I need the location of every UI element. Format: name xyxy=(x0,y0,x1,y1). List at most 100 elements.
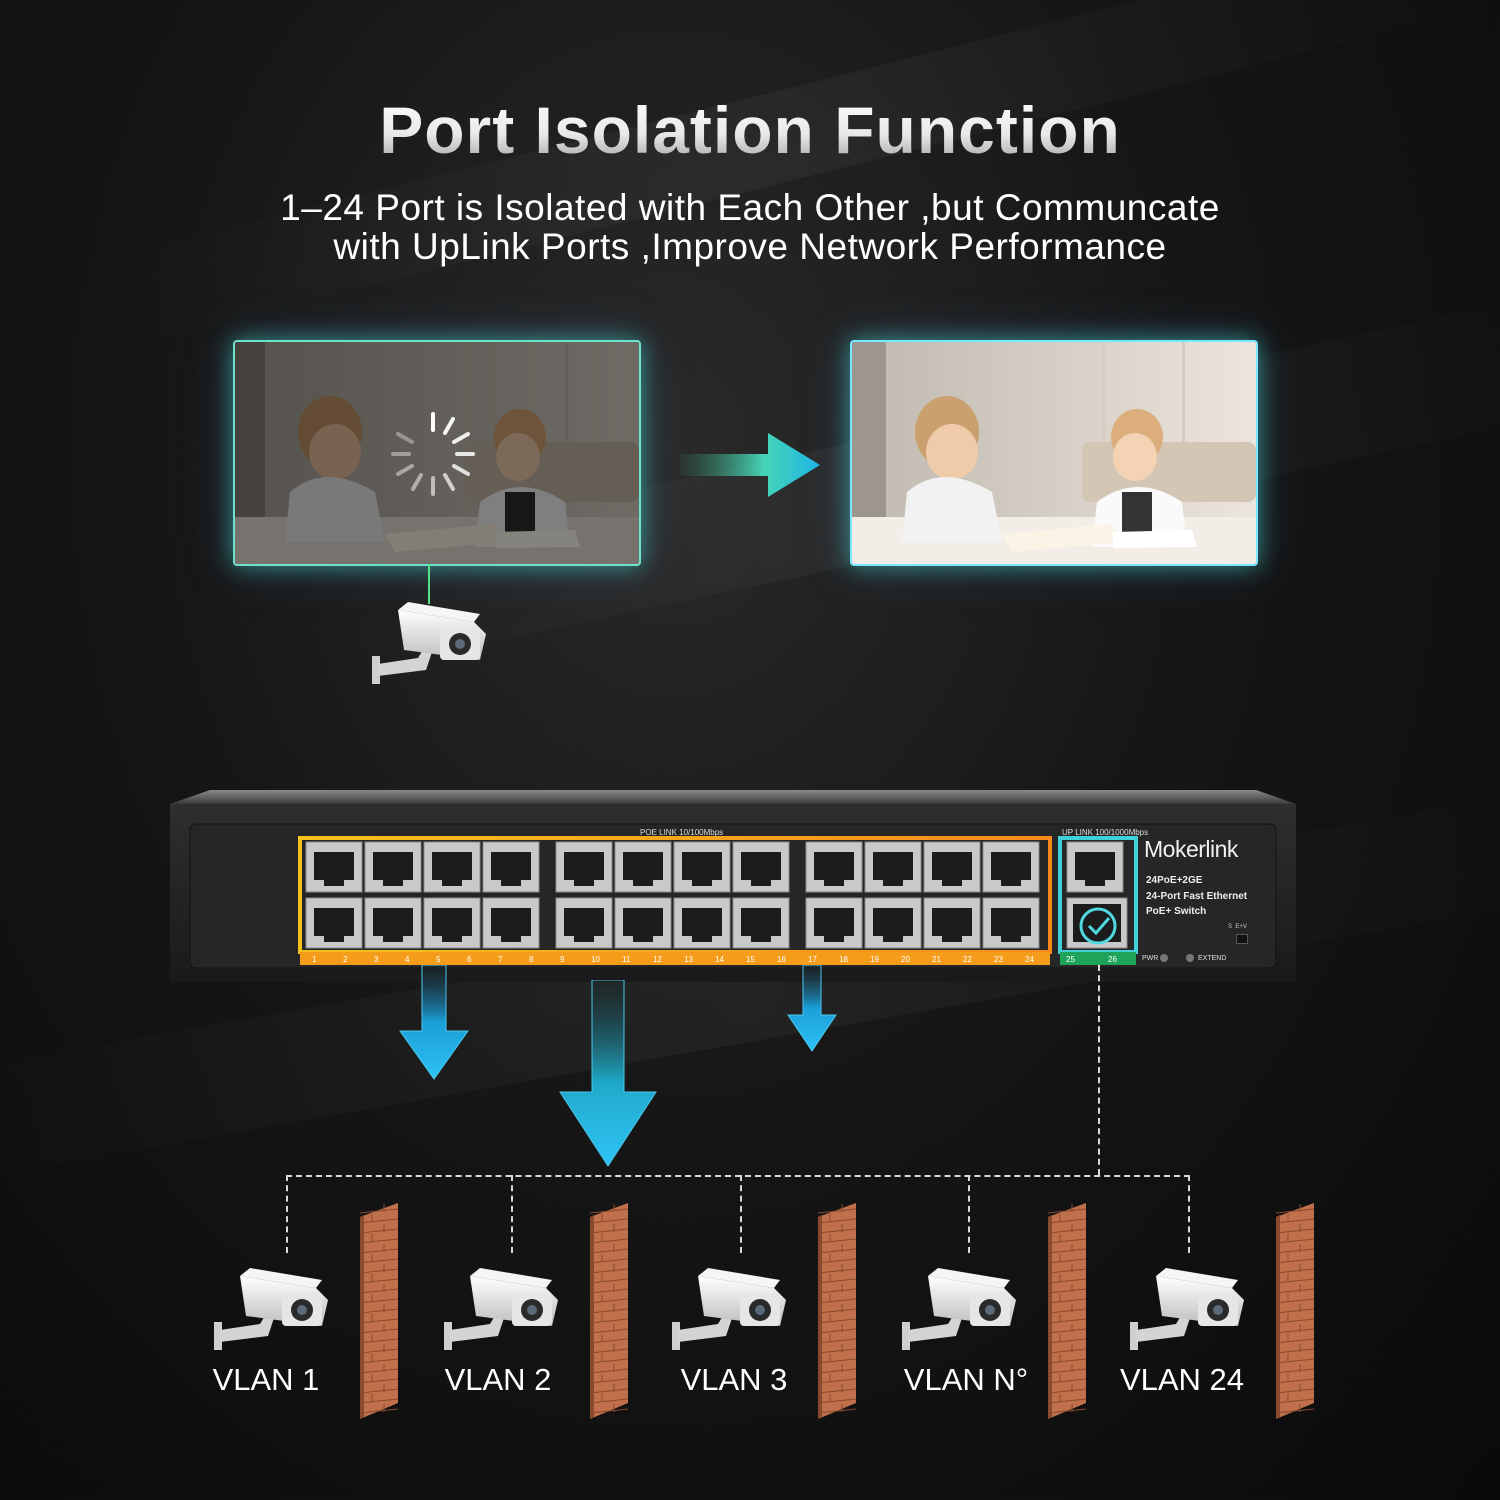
port-number: 18 xyxy=(839,955,848,964)
rj45-socket xyxy=(741,852,781,886)
security-camera-icon xyxy=(372,602,486,684)
video-frame-clear xyxy=(850,340,1258,566)
rj45-socket xyxy=(873,852,913,886)
rj45-socket xyxy=(314,852,354,886)
vlan-drop-line xyxy=(968,1175,970,1253)
extend-label: EXTEND xyxy=(1198,955,1227,962)
port-number: 6 xyxy=(467,955,472,964)
rj45-socket xyxy=(1075,852,1115,886)
rj45-socket xyxy=(991,908,1031,942)
port-number: 20 xyxy=(901,955,910,964)
security-camera-icon xyxy=(1126,1264,1250,1357)
security-camera-icon xyxy=(668,1264,792,1357)
brick-wall-icon xyxy=(359,1203,400,1426)
model-line-3: PoE+ Switch xyxy=(1146,906,1207,917)
vlan-label: VLAN 2 xyxy=(444,1362,552,1397)
rj45-socket xyxy=(564,908,604,942)
down-arrow-icon xyxy=(559,980,657,1167)
port-number: 16 xyxy=(777,955,786,964)
pwr-label: PWR xyxy=(1142,955,1159,962)
poe-link-label: POE LINK 10/100Mbps xyxy=(640,828,724,837)
port-number: 24 xyxy=(1025,955,1034,964)
port-number: 14 xyxy=(715,955,724,964)
port-number: 15 xyxy=(746,955,755,964)
rj45-socket xyxy=(932,908,972,942)
port-number: 3 xyxy=(374,955,379,964)
vlan-label: VLAN N° xyxy=(903,1362,1029,1397)
rj45-socket xyxy=(991,852,1031,886)
dim-overlay xyxy=(235,342,639,564)
vlan-drop-line xyxy=(511,1175,513,1253)
right-arrow-icon xyxy=(680,433,820,497)
vlan-drop-line xyxy=(286,1175,288,1253)
model-line-1: 24PoE+2GE xyxy=(1146,875,1203,886)
down-arrow-icon xyxy=(787,965,837,1052)
rj45-socket xyxy=(682,908,722,942)
down-arrow-icon xyxy=(399,965,469,1080)
pwr-led xyxy=(1160,954,1168,962)
port-number: 7 xyxy=(498,955,503,964)
port-number: 10 xyxy=(591,955,600,964)
rj45-socket xyxy=(314,908,354,942)
port-number: 22 xyxy=(963,955,972,964)
rj45-socket xyxy=(814,852,854,886)
port-number: 1 xyxy=(312,955,317,964)
vlan-bus-dashed-line xyxy=(286,1175,1190,1177)
uplink-label: UP LINK 100/1000Mbps xyxy=(1062,828,1149,837)
rj45-socket xyxy=(373,852,413,886)
rj45-socket xyxy=(432,852,472,886)
rj45-socket xyxy=(814,908,854,942)
scene-children-reading xyxy=(235,342,639,564)
port-number: 4 xyxy=(405,955,410,964)
brick-wall-icon xyxy=(1047,1203,1088,1426)
port-number: 21 xyxy=(932,955,941,964)
port-number: 9 xyxy=(560,955,565,964)
rj45-socket xyxy=(491,908,531,942)
loading-spinner-icon xyxy=(391,412,475,496)
rj45-socket xyxy=(932,852,972,886)
dip-switch[interactable] xyxy=(1236,934,1248,944)
dip-switch-label: S E+V xyxy=(1228,924,1247,930)
port-number: 17 xyxy=(808,955,817,964)
subtitle-line-1: 1–24 Port is Isolated with Each Other ,b… xyxy=(280,187,1220,228)
vlan-drop-line xyxy=(740,1175,742,1253)
vlan-label: VLAN 1 xyxy=(212,1362,320,1397)
security-camera-icon xyxy=(440,1264,564,1357)
scene-children-reading xyxy=(852,342,1256,564)
port-number: 11 xyxy=(622,955,631,964)
security-camera-icon xyxy=(898,1264,1022,1357)
vlan-label: VLAN 24 xyxy=(1119,1362,1245,1397)
brick-wall-icon xyxy=(589,1203,630,1426)
subtitle-line-2: with UpLink Ports ,Improve Network Perfo… xyxy=(333,226,1167,267)
rj45-socket xyxy=(491,852,531,886)
vlan-label: VLAN 3 xyxy=(680,1362,788,1397)
uplink-port-number: 26 xyxy=(1108,955,1117,964)
rj45-socket xyxy=(623,908,663,942)
rj45-socket xyxy=(373,908,413,942)
rj45-socket xyxy=(682,852,722,886)
rj45-socket xyxy=(432,908,472,942)
port-number: 13 xyxy=(684,955,693,964)
brick-wall-icon xyxy=(817,1203,858,1426)
rj45-socket xyxy=(873,908,913,942)
page-title: Port Isolation Function xyxy=(0,92,1500,168)
uplink-port-number: 25 xyxy=(1066,955,1075,964)
port-number: 8 xyxy=(529,955,534,964)
uplink-dashed-line xyxy=(1098,965,1100,1175)
port-number: 12 xyxy=(653,955,662,964)
port-number: 2 xyxy=(343,955,348,964)
security-camera-icon xyxy=(210,1264,334,1357)
vlan-drop-line xyxy=(1188,1175,1190,1253)
port-number: 19 xyxy=(870,955,879,964)
rj45-socket xyxy=(741,908,781,942)
brand-logo: Mokerlink xyxy=(1144,836,1238,862)
bg-streak xyxy=(100,0,1481,348)
rj45-socket xyxy=(623,852,663,886)
rj45-socket xyxy=(564,852,604,886)
model-line-2: 24-Port Fast Ethernet xyxy=(1146,891,1248,902)
port-number: 23 xyxy=(994,955,1003,964)
brick-wall-icon xyxy=(1275,1203,1316,1426)
extend-led xyxy=(1186,954,1194,962)
video-frame-buffering xyxy=(233,340,641,566)
